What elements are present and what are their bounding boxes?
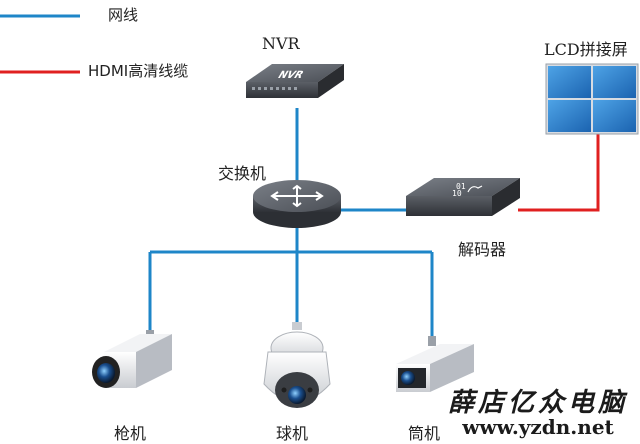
hdmi-cable-decoder-lcd xyxy=(518,132,600,212)
network-cables xyxy=(148,108,434,342)
decoder-device: 01 10 xyxy=(406,178,520,216)
dome-camera xyxy=(263,322,331,408)
bullet-camera-label: 枪机 xyxy=(114,424,147,443)
nvr-label: NVR xyxy=(262,34,300,53)
decoder-box-text-top: 01 xyxy=(456,182,466,191)
legend-network-label: 网线 xyxy=(108,6,139,24)
box-camera xyxy=(396,336,474,392)
box-camera-label: 筒机 xyxy=(408,424,441,443)
nvr-box-text: NVR xyxy=(275,69,306,81)
decoder-label: 解码器 xyxy=(458,240,507,259)
watermark-url: www.yzdn.net xyxy=(462,415,614,439)
switch-device xyxy=(253,180,341,228)
watermark-chinese: 薛店亿众电脑 xyxy=(447,388,628,418)
nvr-device: NVR xyxy=(246,64,344,98)
lcd-video-wall xyxy=(545,63,639,135)
lcd-label: LCD拼接屏 xyxy=(544,40,628,59)
switch-label: 交换机 xyxy=(218,164,267,183)
decoder-box-text-bottom: 10 xyxy=(452,189,462,198)
bullet-camera xyxy=(92,330,172,388)
watermark: 薛店亿众电脑 www.yzdn.net xyxy=(440,382,636,439)
dome-camera-label: 球机 xyxy=(276,424,309,443)
legend-hdmi-label: HDMI高清线缆 xyxy=(88,62,189,80)
